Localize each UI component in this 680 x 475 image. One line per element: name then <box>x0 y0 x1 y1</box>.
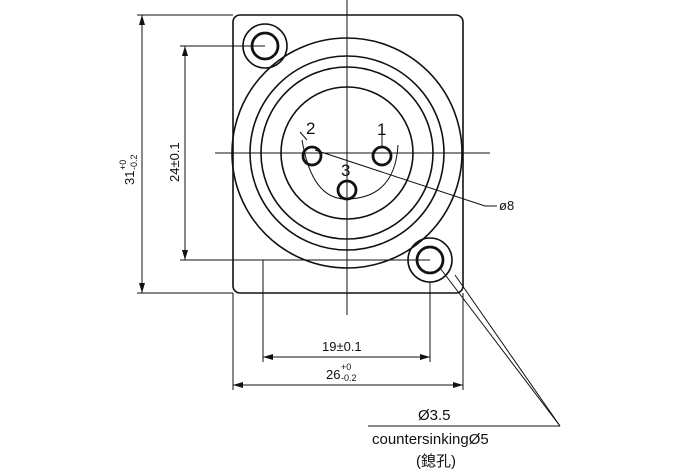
width-holes-dimension: 19±0.1 <box>262 260 431 362</box>
height-outer-lower-tol: -0.2 <box>129 154 139 170</box>
width-outer-dimension: 26 +0 -0.2 <box>232 293 464 390</box>
hole-note-leader-2 <box>454 274 561 427</box>
width-outer-value: 26 <box>326 367 340 382</box>
pin-circle-arc <box>301 139 399 200</box>
body-outer-ring <box>231 37 463 269</box>
body-ring-2 <box>249 55 445 251</box>
pin-2-tick <box>299 131 308 141</box>
pin-diameter-leader <box>314 149 486 207</box>
pin-diameter-label: ø8 <box>499 198 514 213</box>
height-holes-value: 24±0.1 <box>167 142 182 182</box>
pin-2-contact <box>301 145 323 167</box>
flange-outline <box>232 14 464 294</box>
width-holes-value: 19±0.1 <box>322 339 362 354</box>
width-outer-upper-tol: +0 <box>341 362 351 372</box>
pin-label-1: 1 <box>377 120 386 139</box>
body-ring-3 <box>260 66 434 240</box>
hole-note-leader <box>439 267 561 427</box>
width-outer-lower-tol: -0.2 <box>341 373 357 383</box>
hole-note-chinese: (鎴孔) <box>416 452 456 470</box>
body-inner-ring <box>280 86 414 220</box>
height-holes-dimension: 24±0.1 <box>167 45 430 261</box>
pin-1-contact <box>371 145 393 167</box>
height-outer-upper-tol: +0 <box>118 160 128 170</box>
height-outer-value: 31 <box>122 171 137 185</box>
hole-note-diameter: Ø3.5 <box>418 407 451 424</box>
height-outer-dimension: 31 +0 -0.2 <box>118 14 233 294</box>
pin-label-2: 2 <box>306 119 315 138</box>
hole-note-countersink: countersinkingØ5 <box>372 431 489 448</box>
pin-label-3: 3 <box>341 161 350 180</box>
